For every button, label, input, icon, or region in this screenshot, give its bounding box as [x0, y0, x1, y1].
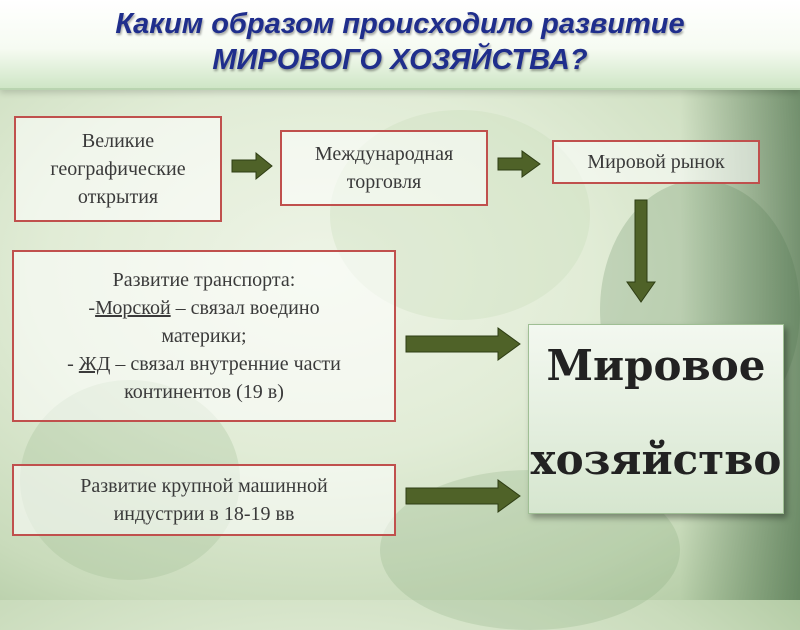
node-industry-line: индустрии в 18-19 вв: [113, 503, 295, 525]
arrows-layer: [231, 150, 656, 513]
arrow-industry-to-economy: [405, 479, 521, 513]
node-discoveries-line: открытия: [77, 186, 159, 208]
node-trade-line: торговля: [346, 171, 422, 193]
node-discoveries-line: географические: [50, 158, 186, 180]
node-transport-rail: - ЖД – связал внутренние части: [14, 350, 394, 378]
arrow-transport-to-economy: [405, 327, 521, 361]
node-transport-sea: -Морской – связал воедино: [14, 294, 394, 322]
node-industry: Развитие крупной машинной индустрии в 18…: [12, 464, 396, 536]
world-economy-line-2: хозяйство: [530, 435, 782, 484]
node-world-economy: Мировое хозяйство: [528, 324, 784, 514]
node-transport: Развитие транспорта: -Морской – связал в…: [12, 250, 396, 422]
arrow-market-to-economy: [626, 199, 656, 303]
node-discoveries: Великие географические открытия: [14, 116, 222, 222]
arrow-trade-to-market: [497, 150, 541, 178]
sea-text: – связал воедино: [170, 297, 320, 319]
sea-keyword: Морской: [95, 297, 171, 319]
rail-text: – связал внутренние части: [110, 353, 341, 375]
title-line-2: МИРОВОГО ХОЗЯЙСТВА?: [212, 44, 588, 76]
node-transport-sea-cont: материки;: [161, 325, 247, 347]
rail-prefix: -: [67, 353, 79, 375]
title-band: Каким образом происходило развитие МИРОВ…: [0, 0, 800, 90]
node-market-label: Мировой рынок: [587, 151, 725, 173]
rail-keyword: ЖД: [78, 353, 111, 375]
node-trade: Международная торговля: [280, 130, 488, 206]
slide-title: Каким образом происходило развитие МИРОВ…: [0, 6, 800, 78]
title-line-1: Каким образом происходило развитие: [115, 8, 685, 40]
node-transport-rail-cont: континентов (19 в): [124, 381, 284, 403]
node-discoveries-line: Великие: [81, 130, 155, 152]
node-industry-line: Развитие крупной машинной: [80, 475, 328, 497]
sea-prefix: -: [88, 297, 96, 319]
world-economy-line-1: Мировое: [546, 341, 766, 390]
node-market: Мировой рынок: [552, 140, 760, 184]
node-trade-line: Международная: [314, 143, 454, 165]
node-transport-heading: Развитие транспорта:: [112, 269, 296, 291]
arrow-discoveries-to-trade: [231, 151, 273, 181]
